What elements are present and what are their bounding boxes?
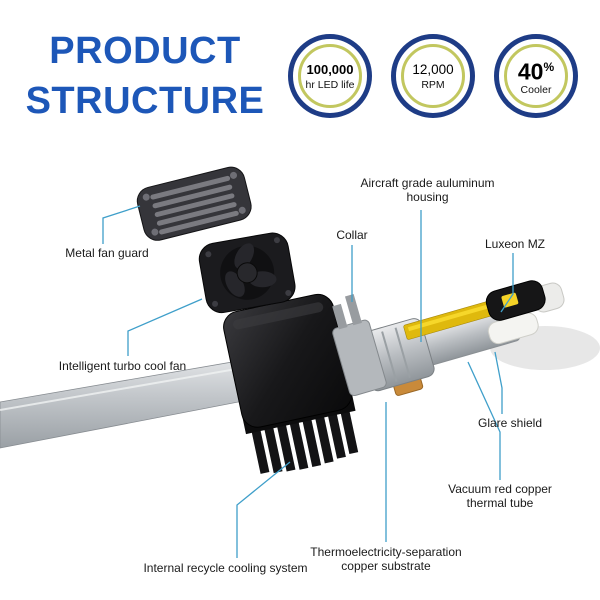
line-turbo-fan [127,298,203,356]
badge-led-life: 100,000 hr LED life [288,34,372,118]
badge-cooler: 40% Cooler [494,34,578,118]
leader-lines [102,205,514,558]
title-line-2: STRUCTURE [25,80,265,122]
badge-led-life-label: hr LED life [305,78,355,91]
badge-cooler-number: 40 [517,58,544,85]
badge-cooler-percent: % [543,59,555,74]
badge-led-life-value: 100,000 [306,61,354,77]
label-glare-shield: Glare shield [477,416,543,430]
page-title: PRODUCT STRUCTURE [20,26,270,126]
fan-guard-holes [142,171,246,236]
title-line-1: PRODUCT [49,30,241,72]
badge-rpm: 12,000 RPM [391,34,475,118]
badge-cooler-label: Cooler [520,84,552,97]
line-internal-cooling [236,461,291,558]
collar-prongs [332,293,362,330]
label-internal-cooling: Internal recycle cooling system [143,561,308,575]
label-luxeon: Luxeon MZ [484,237,546,251]
heat-sink-highlight [233,302,324,330]
heat-sink-part [223,293,359,474]
line-vacuum-tube [467,361,501,480]
feature-badges: 100,000 hr LED life 12,000 RPM 40% Coole… [288,34,578,118]
label-housing: Aircraft grade auluminum housing [360,176,495,204]
label-metal-fan-guard: Metal fan guard [65,246,149,260]
label-substrate: Thermoelectricity-separation copper subs… [310,545,462,573]
line-metal-fan-guard [102,205,141,244]
heat-sink-fins [249,402,359,474]
label-collar: Collar [336,228,368,242]
line-glare-shield [494,351,503,414]
fan-guard-slots [150,175,239,235]
turbo-fan-part [198,232,296,314]
label-turbo-fan: Intelligent turbo cool fan [58,359,187,373]
badge-rpm-label: RPM [421,78,445,91]
badge-led-life-inner: 100,000 hr LED life [298,44,362,108]
collar-part [332,319,387,397]
label-vacuum-tube: Vacuum red copper thermal tube [448,482,552,510]
badge-rpm-value: 12,000 [412,61,454,77]
fan-guard-part [136,166,252,241]
line-luxeon [500,253,514,313]
badge-rpm-inner: 12,000 RPM [401,44,465,108]
fan-hub [236,262,258,284]
fan-screws [205,237,292,307]
badge-cooler-inner: 40% Cooler [504,44,568,108]
badge-cooler-value: 40% [518,56,554,83]
bulb-shaft-assembly [332,280,565,397]
